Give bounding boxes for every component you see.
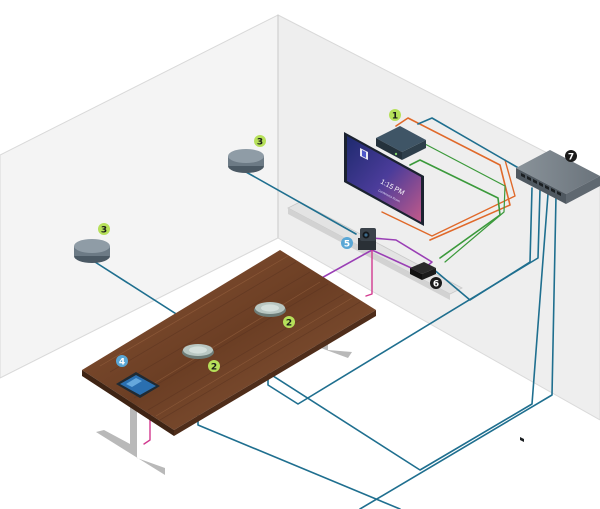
teams-logo-icon <box>360 148 368 160</box>
svg-text:3: 3 <box>101 226 107 236</box>
switch-ports <box>520 436 524 442</box>
orange-cable <box>395 117 511 241</box>
video-bar-device[interactable] <box>376 126 426 160</box>
green-cable <box>409 159 501 259</box>
badge-speaker-left: 3 <box>98 223 110 236</box>
room <box>0 14 600 509</box>
orange-cable-2 <box>381 159 516 237</box>
ceiling-speaker-left[interactable] <box>74 239 110 263</box>
blue-cable-processor <box>431 187 533 301</box>
table-edge <box>82 370 174 436</box>
svg-text:7: 7 <box>568 153 574 163</box>
touch-panel[interactable] <box>116 372 160 398</box>
svg-text:2: 2 <box>286 319 292 329</box>
network-switch[interactable] <box>516 150 600 442</box>
magenta-cable-1 <box>365 249 373 297</box>
table-edge-side <box>174 310 376 436</box>
badge-video-bar: 1 <box>389 109 401 122</box>
floor-edge-right <box>277 237 600 421</box>
table-mic-right[interactable] <box>254 302 286 317</box>
blue-cable-video-bar <box>417 117 523 171</box>
svg-text:3: 3 <box>257 138 263 148</box>
floor <box>0 238 600 509</box>
badge-camera: 5 <box>341 237 353 250</box>
table-mic-center[interactable] <box>182 344 214 359</box>
wall-display[interactable]: 1:15 PM Conference Room <box>344 132 424 226</box>
table-leg-left <box>96 396 165 475</box>
badge-speaker-top: 3 <box>254 135 266 148</box>
badge-touch-panel: 4 <box>116 355 128 368</box>
badge-mic-center: 2 <box>208 360 220 373</box>
svg-text:5: 5 <box>344 240 350 250</box>
badge-switch: 7 <box>565 150 577 163</box>
blue-cable-floor <box>359 195 557 509</box>
blue-cable-speaker-top <box>245 171 357 235</box>
av-processor[interactable] <box>410 262 436 280</box>
svg-text:6: 6 <box>433 280 439 290</box>
ptz-camera[interactable] <box>358 228 376 250</box>
ceiling-speaker-top[interactable] <box>228 149 264 173</box>
badge-processor: 6 <box>430 277 442 290</box>
badge-mic-right: 2 <box>283 316 295 329</box>
svg-text:1: 1 <box>392 112 398 122</box>
svg-text:2: 2 <box>211 363 217 373</box>
floor-edge-left <box>0 237 279 379</box>
svg-text:4: 4 <box>119 358 125 368</box>
